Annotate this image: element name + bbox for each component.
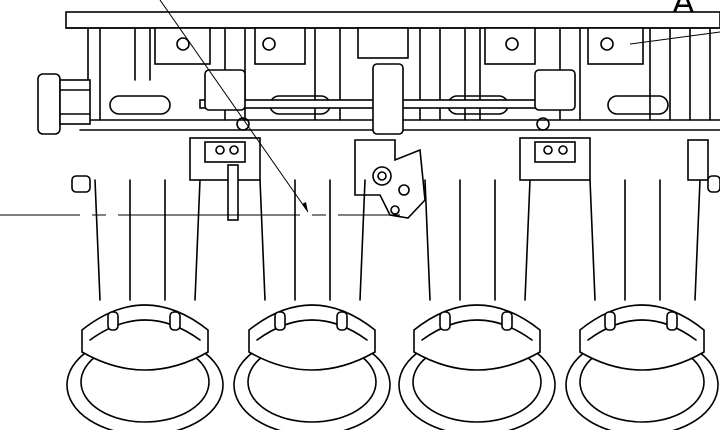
manifold-top-plate [65, 11, 720, 29]
right-bracket [687, 139, 720, 193]
linkage-left [189, 69, 261, 221]
bell-mouth-3 [398, 304, 556, 430]
flange-blocks [154, 27, 644, 65]
intake-runners [94, 179, 701, 301]
linkage-right [519, 69, 591, 181]
bell-mouth-1 [66, 304, 224, 430]
bolt-holes [176, 37, 614, 51]
bell-mouth-4 [565, 304, 719, 430]
construction-lines [0, 0, 720, 216]
bell-mouth-2 [233, 304, 391, 430]
throttle-position-sensor [37, 73, 91, 193]
linkage-center [354, 63, 426, 219]
